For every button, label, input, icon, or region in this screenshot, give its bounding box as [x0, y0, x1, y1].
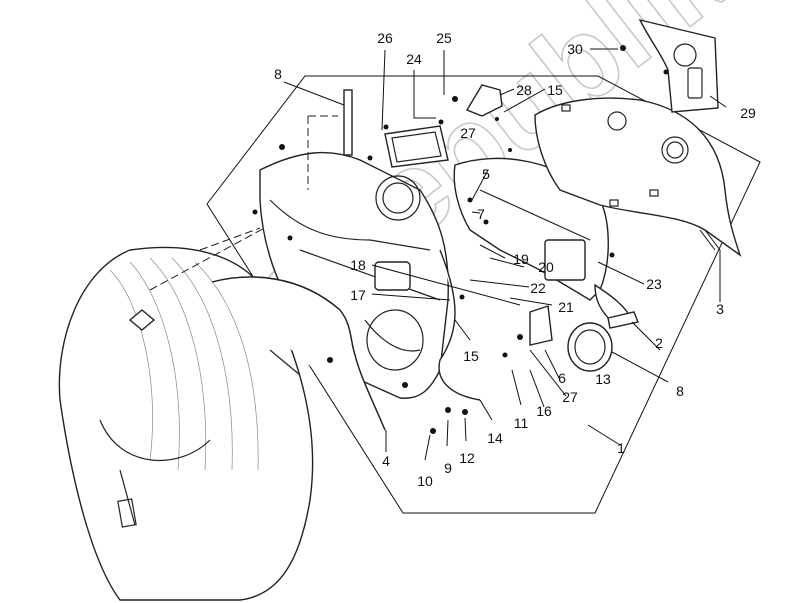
callout-29: 29	[740, 105, 756, 121]
callout-10: 10	[417, 473, 433, 489]
handlebar-rear-cover	[534, 97, 742, 257]
callout-24: 24	[406, 51, 422, 67]
callout-1: 1	[617, 440, 625, 456]
mirror-part	[384, 125, 449, 168]
leader-lines	[283, 48, 727, 461]
callout-20: 20	[538, 259, 554, 275]
callout-2: 2	[655, 335, 663, 351]
callout-16: 16	[536, 403, 552, 419]
bag-hook	[529, 305, 553, 346]
callout-18: 18	[350, 257, 366, 273]
callout-11: 11	[514, 415, 529, 431]
callout-13: 13	[595, 371, 611, 387]
callout-12: 12	[459, 450, 475, 466]
callout-27-upper: 27	[460, 125, 476, 141]
callout-26: 26	[377, 30, 393, 46]
callout-25: 25	[436, 30, 452, 46]
trim-strip	[343, 89, 353, 156]
side-bracket	[607, 311, 639, 329]
callout-27-lower: 27	[562, 389, 578, 405]
screws	[252, 45, 669, 434]
inner-shield-body	[259, 151, 449, 399]
assembly-boundary	[206, 75, 761, 514]
callout-3: 3	[716, 301, 724, 317]
bracket-part	[465, 84, 503, 117]
callout-22: 22	[530, 280, 546, 296]
front-leg-shield	[58, 224, 314, 601]
callout-8-upper: 8	[274, 66, 282, 82]
callout-5: 5	[482, 166, 490, 182]
callout-23: 23	[646, 276, 662, 292]
callout-6: 6	[558, 370, 566, 386]
callout-8-lower: 8	[676, 383, 684, 399]
callout-15-lower: 15	[463, 348, 479, 364]
callout-14: 14	[487, 430, 503, 446]
callout-labels: 1 2 3 4 5 6 7 8 8 9 10 11 12 13 14 15 15…	[274, 30, 756, 489]
callout-21: 21	[558, 299, 574, 315]
emblem-icon	[128, 309, 156, 331]
callout-19: 19	[513, 251, 529, 267]
callout-17: 17	[350, 287, 366, 303]
callout-30: 30	[567, 41, 583, 57]
round-vent	[567, 322, 613, 372]
callout-7: 7	[477, 206, 485, 222]
callout-4: 4	[382, 453, 390, 469]
callout-15-upper: 15	[547, 82, 563, 98]
badge-part	[638, 18, 719, 113]
callout-28: 28	[516, 82, 532, 98]
callout-9: 9	[444, 460, 452, 476]
